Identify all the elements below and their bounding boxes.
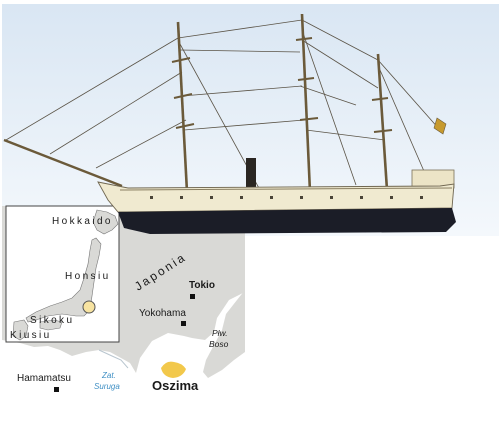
ship-yards <box>171 37 393 133</box>
city-marker-tokio-icon <box>190 294 195 299</box>
label-kiusiu: Kiusiu <box>10 330 52 341</box>
inset-hokkaido <box>92 209 119 235</box>
city-marker-hamamatsu-icon <box>54 387 59 392</box>
inset-honshu <box>25 237 102 323</box>
sailing-steamship-icon <box>3 13 456 234</box>
ship-rail <box>119 187 453 191</box>
label-bay-2: Suruga <box>94 382 120 391</box>
inset-labels: Hokkaido Honsiu Sikoku Kiusiu <box>10 216 113 341</box>
inset-kyushu <box>12 319 29 341</box>
label-hamamatsu: Hamamatsu <box>17 373 71 384</box>
location-circle-icon <box>82 300 96 314</box>
ship-masts <box>176 13 389 193</box>
oszima-island <box>161 361 186 378</box>
city-marker-yokohama-icon <box>181 321 186 326</box>
label-hokkaido: Hokkaido <box>52 216 113 227</box>
label-peninsula-1: Płw. <box>212 328 228 338</box>
label-yokohama: Yokohama <box>139 308 186 319</box>
ship-portholes <box>150 196 423 199</box>
ship-funnel <box>246 158 256 188</box>
label-oszima: Oszima <box>152 378 199 393</box>
ship-bowsprit <box>3 138 123 188</box>
label-bay-1: Zat. <box>101 371 116 380</box>
label-peninsula-2: Boso <box>209 339 229 349</box>
label-sikoku: Sikoku <box>30 315 74 326</box>
suruga-bay <box>98 349 129 369</box>
boso-peninsula <box>203 290 245 378</box>
inset-shikoku <box>39 319 63 331</box>
label-honsiu: Honsiu <box>65 271 111 282</box>
label-tokio: Tokio <box>189 280 215 291</box>
ship-hull <box>118 208 456 234</box>
ship-flag <box>433 117 447 135</box>
inset-map <box>5 205 120 343</box>
